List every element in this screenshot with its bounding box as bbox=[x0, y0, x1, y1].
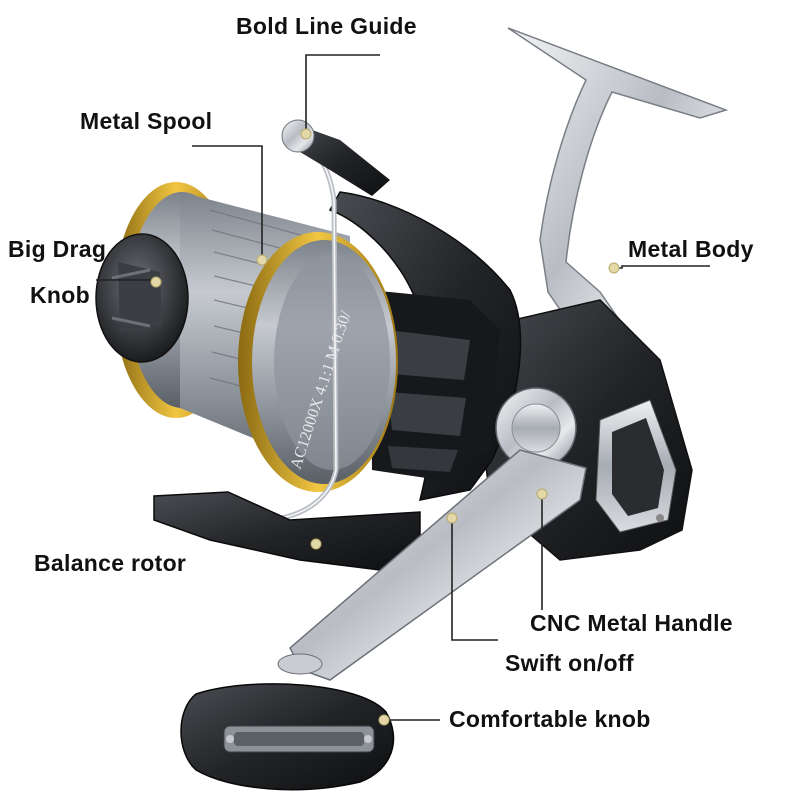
marker-bold-line-guide bbox=[300, 128, 312, 140]
cnc-metal-handle bbox=[277, 449, 587, 681]
label-metal-body: Metal Body bbox=[628, 236, 754, 262]
leader-metal-spool bbox=[192, 145, 263, 260]
marker-comfortable-knob bbox=[378, 714, 390, 726]
leader-lines bbox=[96, 54, 710, 721]
side-cap bbox=[495, 387, 577, 469]
marker-dots bbox=[150, 128, 620, 726]
label-knob: Knob bbox=[30, 282, 90, 308]
drag-knob bbox=[95, 233, 189, 363]
marker-knob bbox=[150, 276, 162, 288]
label-big-drag: Big Drag bbox=[8, 236, 107, 262]
marker-cnc-handle bbox=[536, 488, 548, 500]
label-comfortable-knob: Comfortable knob bbox=[449, 706, 651, 732]
label-bold-line-guide: Bold Line Guide bbox=[236, 13, 417, 39]
leader-swift bbox=[451, 518, 498, 641]
label-cnc-metal-handle: CNC Metal Handle bbox=[530, 610, 733, 636]
comfortable-knob bbox=[180, 683, 395, 791]
leader-metal-body bbox=[614, 265, 710, 269]
leader-bold-line-guide bbox=[305, 54, 380, 134]
bail-arm bbox=[153, 119, 421, 571]
marker-balance-rotor bbox=[310, 538, 322, 550]
label-balance-rotor: Balance rotor bbox=[34, 550, 187, 576]
marker-metal-body bbox=[608, 262, 620, 274]
label-metal-spool: Metal Spool bbox=[80, 108, 213, 134]
marker-swift bbox=[446, 512, 458, 524]
label-swift-on-off: Swift on/off bbox=[505, 650, 634, 676]
rotor-cup bbox=[328, 191, 522, 501]
marker-metal-spool bbox=[256, 254, 268, 266]
